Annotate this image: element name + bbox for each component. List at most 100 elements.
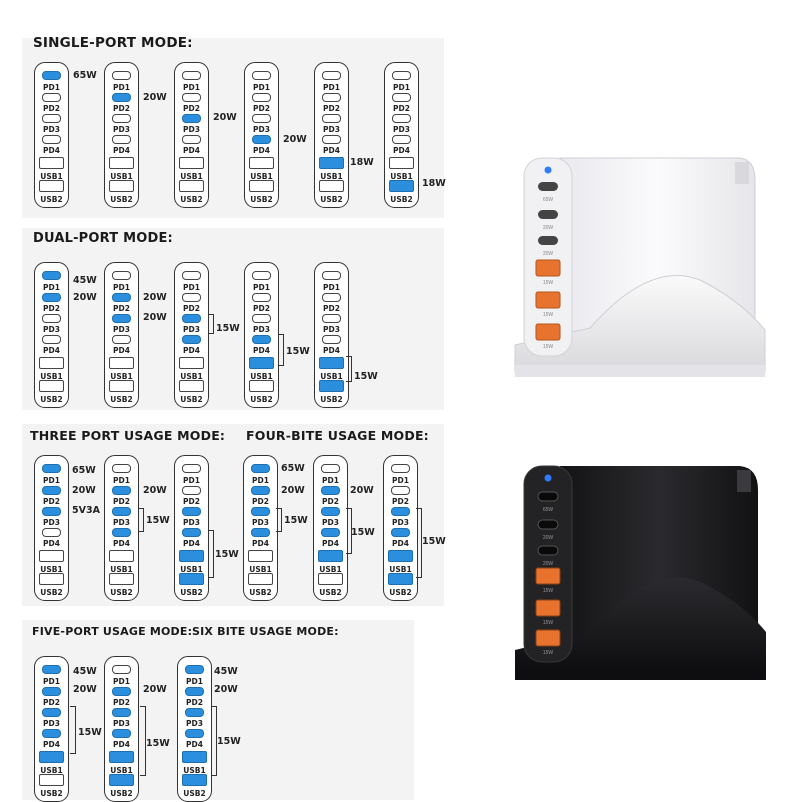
port-label-pd2: PD2 bbox=[183, 104, 200, 113]
port-label-pd4: PD4 bbox=[43, 146, 60, 155]
port-label-pd1: PD1 bbox=[113, 83, 130, 92]
port-label-usb2: USB2 bbox=[180, 395, 203, 404]
anno-three-2a: 20W bbox=[143, 485, 167, 496]
port-slot-pd4 bbox=[185, 729, 204, 738]
port-label-pd4: PD4 bbox=[183, 146, 200, 155]
port-label-pd1: PD1 bbox=[323, 83, 340, 92]
port-slot-usb1 bbox=[179, 157, 204, 169]
port-slot-pd3 bbox=[182, 507, 201, 516]
port-slot-pd3 bbox=[42, 314, 61, 323]
anno-five-1b: 20W bbox=[73, 684, 97, 695]
white-charger-drawing: 65W 20W 20W 15W 15W 15W bbox=[514, 157, 766, 377]
port-label-pd4: PD4 bbox=[253, 146, 270, 155]
anno-four-1b: 20W bbox=[281, 485, 305, 496]
port-slot-pd2 bbox=[42, 293, 61, 302]
port-label-pd1: PD1 bbox=[113, 677, 130, 686]
port-slot-pd2 bbox=[42, 486, 61, 495]
port-label-usb1: USB1 bbox=[183, 766, 206, 775]
port-label-usb2: USB2 bbox=[250, 395, 273, 404]
port-label-usb2: USB2 bbox=[40, 789, 63, 798]
port-label-pd1: PD1 bbox=[113, 283, 130, 292]
port-slot-pd2 bbox=[182, 293, 201, 302]
port-slot-pd4 bbox=[42, 135, 61, 144]
port-slot-usb2 bbox=[39, 380, 64, 392]
port-label-usb2: USB2 bbox=[319, 588, 342, 597]
port-slot-pd3 bbox=[322, 114, 341, 123]
port-label-pd3: PD3 bbox=[113, 125, 130, 134]
port-slot-pd1 bbox=[321, 464, 340, 473]
port-label-usb1: USB1 bbox=[180, 172, 203, 181]
anno-dual-1b: 20W bbox=[73, 292, 97, 303]
port-label-pd3: PD3 bbox=[113, 719, 130, 728]
port-slot-pd1 bbox=[322, 71, 341, 80]
port-label-usb2: USB2 bbox=[180, 195, 203, 204]
port-label-pd4: PD4 bbox=[393, 146, 410, 155]
anno-five-2a: 20W bbox=[143, 684, 167, 695]
port-slot-usb2 bbox=[319, 380, 344, 392]
anno-dual-2b: 20W bbox=[143, 312, 167, 323]
port-slot-pd4 bbox=[391, 528, 410, 537]
port-label-usb2: USB2 bbox=[110, 395, 133, 404]
port-slot-pd4 bbox=[182, 335, 201, 344]
port-label-usb1: USB1 bbox=[110, 565, 133, 574]
port-label-pd1: PD1 bbox=[43, 283, 60, 292]
port-label-pd3: PD3 bbox=[186, 719, 203, 728]
port-label-pd1: PD1 bbox=[392, 476, 409, 485]
port-label-pd2: PD2 bbox=[186, 698, 203, 707]
port-slot-pd3 bbox=[321, 507, 340, 516]
port-label-usb2: USB2 bbox=[390, 195, 413, 204]
port-slot-usb2 bbox=[109, 380, 134, 392]
port-slot-pd2 bbox=[112, 93, 131, 102]
port-label-pd1: PD1 bbox=[43, 677, 60, 686]
port-label-pd3: PD3 bbox=[253, 125, 270, 134]
anno-four-2a: 20W bbox=[350, 485, 374, 496]
port-slot-pd1 bbox=[391, 464, 410, 473]
port-slot-usb2 bbox=[179, 573, 204, 585]
five-port-title: FIVE-PORT USAGE MODE: bbox=[32, 625, 193, 638]
port-slot-pd2 bbox=[322, 293, 341, 302]
port-label-pd2: PD2 bbox=[392, 497, 409, 506]
port-label-usb1: USB1 bbox=[250, 172, 273, 181]
port-slot-pd1 bbox=[252, 271, 271, 280]
white-c2-label: 20W bbox=[543, 225, 554, 231]
anno-six-1a: 45W bbox=[214, 666, 238, 677]
port-slot-pd1 bbox=[182, 71, 201, 80]
port-label-usb2: USB2 bbox=[110, 789, 133, 798]
port-slot-pd2 bbox=[112, 687, 131, 696]
port-label-pd2: PD2 bbox=[183, 497, 200, 506]
port-slot-usb1 bbox=[39, 357, 64, 369]
port-label-pd1: PD1 bbox=[253, 83, 270, 92]
port-label-pd4: PD4 bbox=[183, 539, 200, 548]
port-slot-pd1 bbox=[42, 464, 61, 473]
anno-single-6: 18W bbox=[422, 178, 446, 189]
port-label-usb2: USB2 bbox=[40, 395, 63, 404]
port-slot-pd2 bbox=[392, 93, 411, 102]
port-slot-usb1 bbox=[109, 357, 134, 369]
port-slot-usb2 bbox=[109, 774, 134, 786]
port-slot-pd3 bbox=[112, 114, 131, 123]
port-slot-usb2 bbox=[182, 774, 207, 786]
anno-three-2b: 15W bbox=[146, 515, 170, 526]
port-label-pd2: PD2 bbox=[323, 304, 340, 313]
port-label-pd1: PD1 bbox=[43, 476, 60, 485]
bracket-four-2 bbox=[346, 508, 352, 554]
port-label-pd2: PD2 bbox=[113, 497, 130, 506]
port-label-pd2: PD2 bbox=[183, 304, 200, 313]
port-slot-pd4 bbox=[42, 528, 61, 537]
port-label-pd4: PD4 bbox=[392, 539, 409, 548]
port-slot-pd2 bbox=[182, 93, 201, 102]
port-slot-usb2 bbox=[39, 774, 64, 786]
anno-three-1c: 5V3A bbox=[72, 505, 100, 516]
port-slot-pd2 bbox=[322, 93, 341, 102]
port-slot-usb2 bbox=[109, 573, 134, 585]
port-slot-usb2 bbox=[109, 180, 134, 192]
bracket-dual-3 bbox=[208, 314, 214, 334]
